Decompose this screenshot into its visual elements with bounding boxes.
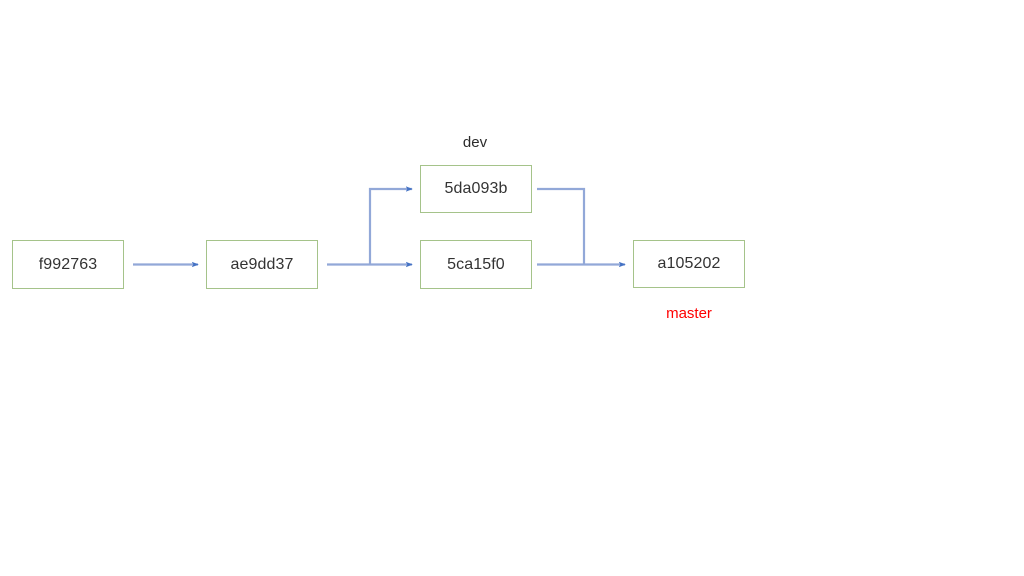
commit-hash-label: a105202	[657, 255, 721, 272]
commit-hash-label: ae9dd37	[230, 255, 294, 273]
commit-node-5da093b[interactable]: 5da093b	[420, 165, 532, 213]
commit-node-a105202[interactable]: a105202	[633, 240, 745, 288]
commit-node-5ca15f0[interactable]: 5ca15f0	[420, 240, 532, 289]
edge-c2-to-c3	[368, 186, 413, 265]
branch-label-dev: dev	[462, 134, 488, 151]
commit-hash-label: 5da093b	[444, 180, 508, 197]
commit-hash-label: f992763	[38, 255, 98, 273]
branch-label-master: master	[666, 305, 712, 322]
commit-node-f992763[interactable]: f992763	[12, 240, 124, 289]
commit-hash-label: 5ca15f0	[447, 255, 505, 273]
edge-c3-to-c5	[537, 187, 586, 265]
commit-node-ae9dd37[interactable]: ae9dd37	[206, 240, 318, 289]
